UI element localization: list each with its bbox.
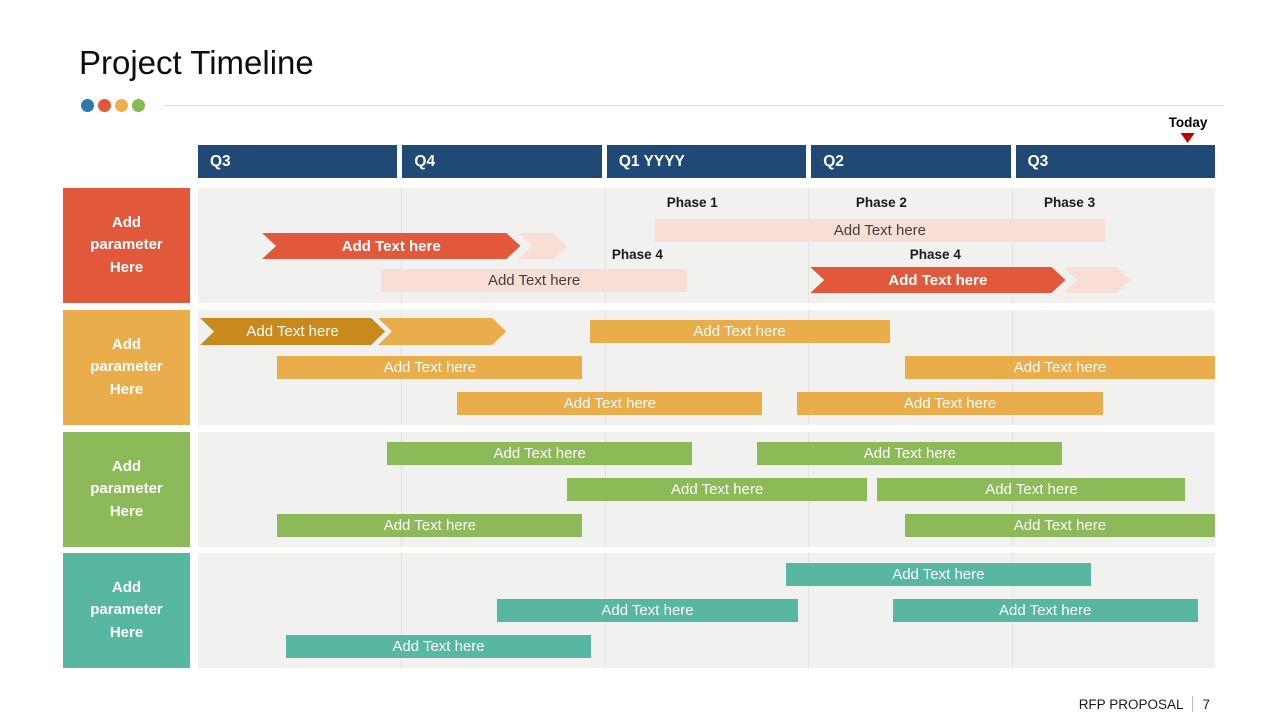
footer-divider	[1192, 696, 1194, 712]
accent-dots	[81, 99, 145, 112]
lane-label[interactable]: Add parameter Here	[63, 310, 190, 425]
gridline	[604, 188, 606, 303]
accent-dot	[81, 99, 94, 112]
gridline	[808, 310, 810, 425]
phase-label[interactable]: Phase 4	[909, 247, 961, 262]
gantt-arrow-bar[interactable]: Add Text here	[200, 318, 385, 345]
gantt-arrow-bar[interactable]: Add Text here	[810, 267, 1065, 293]
gantt-bar[interactable]: Add Text here	[496, 599, 799, 622]
today-label: Today	[1168, 115, 1208, 130]
gantt-bar[interactable]: Add Text here	[785, 563, 1091, 586]
gridline	[808, 553, 810, 668]
page-number: 7	[1202, 696, 1210, 712]
gantt-bar[interactable]: Add Text here	[457, 392, 763, 415]
gantt-bar[interactable]: Add Text here	[381, 269, 688, 292]
accent-dot	[115, 99, 128, 112]
footer-label: RFP PROPOSAL	[1078, 696, 1184, 712]
gantt-arrow-bar[interactable]	[518, 233, 567, 259]
quarter-header[interactable]: Q3	[1015, 145, 1216, 178]
today-marker: Today	[1168, 115, 1208, 143]
lane-label[interactable]: Add parameter Here	[63, 553, 190, 668]
quarter-header[interactable]: Q4	[402, 145, 602, 178]
gridline	[401, 553, 403, 668]
gantt-arrow-bar[interactable]	[378, 318, 506, 345]
lane-label[interactable]: Add parameter Here	[63, 432, 190, 547]
gantt-bar[interactable]: Add Text here	[567, 478, 868, 501]
today-arrow-icon	[1181, 132, 1196, 143]
divider-line	[163, 105, 1224, 106]
phase-label[interactable]: Phase 3	[1044, 195, 1096, 210]
gantt-bar[interactable]: Add Text here	[877, 478, 1186, 501]
gantt-arrow-bar[interactable]: Add Text here	[262, 233, 520, 259]
quarter-header[interactable]: Q2	[811, 145, 1011, 178]
gridline	[1011, 188, 1013, 303]
gantt-bar[interactable]: Add Text here	[757, 442, 1063, 465]
quarter-header[interactable]: Q1 YYYY	[606, 145, 807, 178]
quarter-header[interactable]: Q3	[198, 145, 398, 178]
gantt-bar[interactable]: Add Text here	[904, 356, 1215, 379]
gantt-bar[interactable]: Add Text here	[892, 599, 1198, 622]
phase-label[interactable]: Phase 1	[666, 195, 718, 210]
accent-dot	[132, 99, 145, 112]
gantt-bar[interactable]: Add Text here	[387, 442, 693, 465]
footer: RFP PROPOSAL 7	[1079, 696, 1210, 712]
accent-dot	[98, 99, 111, 112]
gantt-bar[interactable]: Add Text here	[277, 514, 583, 537]
gridline	[401, 432, 403, 547]
lane-track: Phase 1 Phase 2 Phase 3 Phase 4 Phase 4 Add T…	[198, 188, 1215, 303]
gantt-bar[interactable]: Add Text here	[589, 320, 890, 343]
gantt-bar[interactable]: Add Text here	[904, 514, 1215, 537]
phase-label[interactable]: Phase 4	[611, 247, 663, 262]
page-title: Project Timeline	[79, 44, 314, 81]
gantt-bar[interactable]: Add Text here	[797, 392, 1104, 415]
lane-label[interactable]: Add parameter Here	[63, 188, 190, 303]
gantt-arrow-bar[interactable]	[1063, 267, 1130, 293]
gridline	[604, 310, 606, 425]
gridline	[808, 188, 810, 303]
gantt-bar[interactable]: Add Text here	[277, 356, 583, 379]
phase-label[interactable]: Phase 2	[855, 195, 907, 210]
gantt-bar[interactable]: Add Text here	[654, 219, 1106, 242]
gantt-bar[interactable]: Add Text here	[286, 635, 591, 658]
